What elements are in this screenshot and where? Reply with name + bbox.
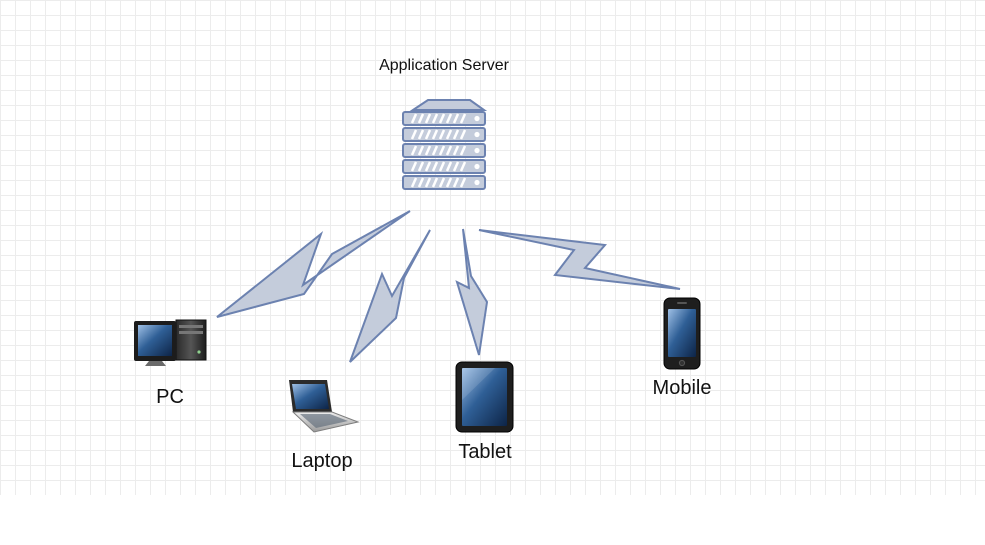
pc-label: PC — [156, 386, 184, 408]
connection-bolt-mobile — [478, 229, 681, 290]
connection-bolt-pc — [216, 210, 411, 318]
mobile-phone-icon — [663, 297, 701, 370]
laptop-label: Laptop — [291, 450, 353, 472]
server-rack-icon — [402, 99, 488, 190]
diagram-canvas — [0, 0, 985, 495]
tablet-icon — [455, 361, 514, 433]
laptop-icon — [289, 380, 360, 433]
desktop-computer-icon — [134, 319, 207, 366]
tablet-label: Tablet — [458, 441, 512, 463]
connection-bolt-laptop — [349, 229, 431, 363]
mobile-label: Mobile — [652, 377, 712, 399]
server-label: Application Server — [379, 57, 509, 74]
connection-bolt-tablet — [455, 228, 489, 356]
